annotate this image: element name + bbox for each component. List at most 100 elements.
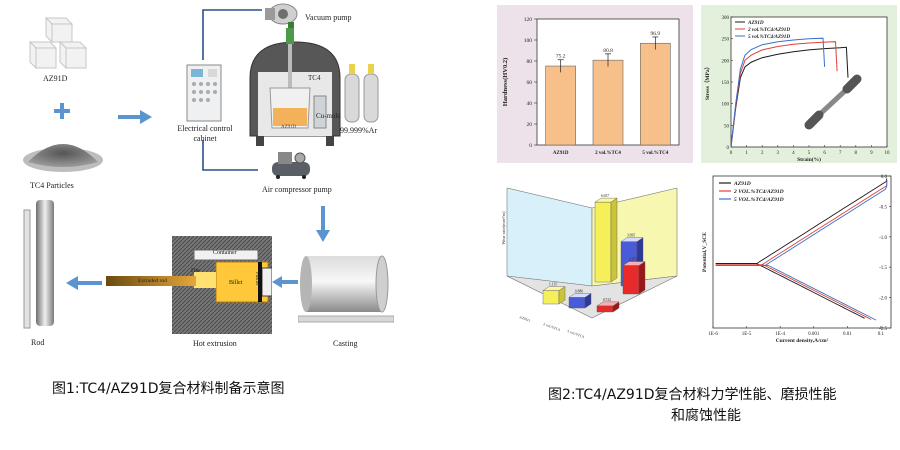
cu-mold-label: Cu-mold — [316, 112, 341, 120]
tc4-feeder-label: TC4 — [308, 74, 321, 82]
data-label: 2.371 — [629, 258, 637, 262]
bar-top — [596, 301, 620, 307]
legend-label: AZ91D — [733, 181, 751, 187]
x-tick-label: 1 — [745, 151, 748, 156]
hot-extrusion-label: Hot extrusion — [193, 339, 237, 348]
pusher-label: Pusher — [254, 272, 259, 286]
electrical-cabinet-label: Electrical control cabinet — [177, 124, 233, 143]
back-wall-left — [506, 187, 593, 287]
cathodic-branch — [715, 264, 872, 320]
az91d-label: AZ91D — [43, 74, 68, 83]
series-line — [730, 37, 826, 148]
data-label: 6.657 — [601, 194, 609, 198]
y-tick-label: 200 — [722, 59, 730, 64]
y-axis-label: Wear rate(mm³/m) — [501, 211, 506, 245]
y-tick-label: -2.5 — [879, 327, 887, 332]
y-tick-label: 150 — [722, 81, 730, 86]
y-tick-label: 40 — [527, 101, 533, 107]
y-tick-label: 20 — [527, 122, 533, 128]
billet-label: Billet — [229, 280, 243, 286]
x-tick-label: 2 vol.%TC4 — [595, 151, 621, 156]
tensile-specimen-icon — [804, 74, 862, 130]
arrow-down-icon — [316, 206, 330, 242]
data-label: 3.695 — [627, 234, 635, 238]
arrow-left-icon — [272, 276, 298, 288]
legend-label: 2 vol.%TC4/AZ91D — [747, 27, 790, 33]
bar-top — [622, 261, 646, 266]
y-tick-label: 120 — [524, 17, 533, 23]
x-tick-label: 7 — [839, 151, 842, 156]
figure1-schematic: AZ91D TC4 Particles Vacuum pump — [0, 0, 470, 360]
vacuum-furnace-image — [249, 28, 341, 146]
data-label: 80.8 — [603, 48, 613, 54]
arrow-right-icon — [118, 110, 152, 124]
x-tick-label: 10 — [885, 151, 891, 156]
x-tick-label: 9 — [870, 151, 873, 156]
argon-label: 99.999%Ar — [340, 126, 378, 135]
data-label: 0.512 — [603, 298, 611, 302]
vacuum-pump-label: Vacuum pump — [305, 13, 352, 22]
x-tick-label: 0.001 — [808, 332, 820, 337]
x-tick-label: 6 — [823, 151, 826, 156]
anodic-branch — [715, 179, 888, 266]
air-compressor-image — [272, 152, 310, 179]
y-tick-label: -1.5 — [879, 266, 887, 271]
plus-icon — [54, 103, 70, 119]
y-axis-label: Potential,V_SCE — [702, 232, 708, 272]
arrow-left-icon — [66, 276, 102, 290]
y-tick-label: -1.0 — [879, 236, 887, 241]
x-tick-label: 1E-4 — [775, 332, 785, 337]
y-tick-label: 60 — [527, 80, 533, 86]
data-label: 1.115 — [549, 283, 557, 287]
az91d-cubes-image — [28, 16, 88, 70]
hardness-bar-chart: 020406080100120Hardness(HV0.2)75.2AZ91D8… — [497, 5, 693, 163]
figure1-caption: 图1:TC4/AZ91D复合材料制备示意图 — [52, 381, 285, 397]
wear-rate-3d-bar-chart: Wear rate(mm³/m) 1.115 0.886 6.657 3.695 0.51… — [501, 187, 678, 339]
bar-front — [542, 290, 560, 305]
data-label: 0.886 — [575, 289, 583, 293]
bar-top — [594, 197, 618, 203]
x-tick-label: 4 — [792, 151, 795, 156]
y-tick-label: 0 — [529, 143, 532, 149]
bar-front — [594, 201, 612, 283]
bar — [640, 42, 671, 146]
series-line — [730, 46, 849, 148]
x-tick-label: 2 vol.%TC4 — [543, 322, 561, 332]
x-tick-label: 0.01 — [843, 332, 852, 337]
casting-ingot-image — [298, 255, 394, 323]
bar-side — [610, 197, 618, 283]
bar-side — [638, 261, 646, 295]
x-tick-label: 5 — [808, 151, 811, 156]
legend-label: AZ91D — [747, 20, 764, 26]
x-tick-label: 0.1 — [878, 332, 885, 337]
x-tick-label: AZ91D — [519, 315, 531, 323]
die-label: Die — [191, 268, 200, 274]
anodic-branch — [715, 178, 888, 265]
extruded-rod-label: Extruded rod — [138, 278, 167, 284]
plot-area — [712, 175, 892, 329]
y-tick-label: 0.0 — [881, 175, 888, 180]
x-tick-label: 8 — [855, 151, 858, 156]
y-tick-label: 250 — [722, 38, 730, 43]
specimen-gauge — [816, 86, 850, 118]
bar-front — [622, 265, 640, 295]
bar-front — [568, 297, 586, 309]
casting-label: Casting — [333, 339, 358, 348]
bar-top — [620, 237, 644, 242]
data-label: 75.2 — [556, 54, 566, 60]
bar — [592, 59, 624, 146]
series-line — [730, 41, 838, 148]
bar — [545, 65, 576, 146]
x-axis-label: Strain(%) — [797, 156, 821, 163]
legend-label: 2 VOL.%TC4/AZ91D — [733, 189, 784, 195]
argon-cylinders-image — [344, 64, 379, 123]
x-tick-label: 1E-5 — [742, 332, 752, 337]
rod-image — [23, 200, 54, 329]
y-tick-label: 50 — [724, 124, 730, 129]
legend-label: 5 vol.%TC4/AZ91D — [748, 34, 790, 40]
tc4-particles-label: TC4 Particles — [30, 181, 74, 190]
y-tick-label: -0.5 — [879, 205, 887, 210]
anodic-branch — [715, 180, 888, 266]
